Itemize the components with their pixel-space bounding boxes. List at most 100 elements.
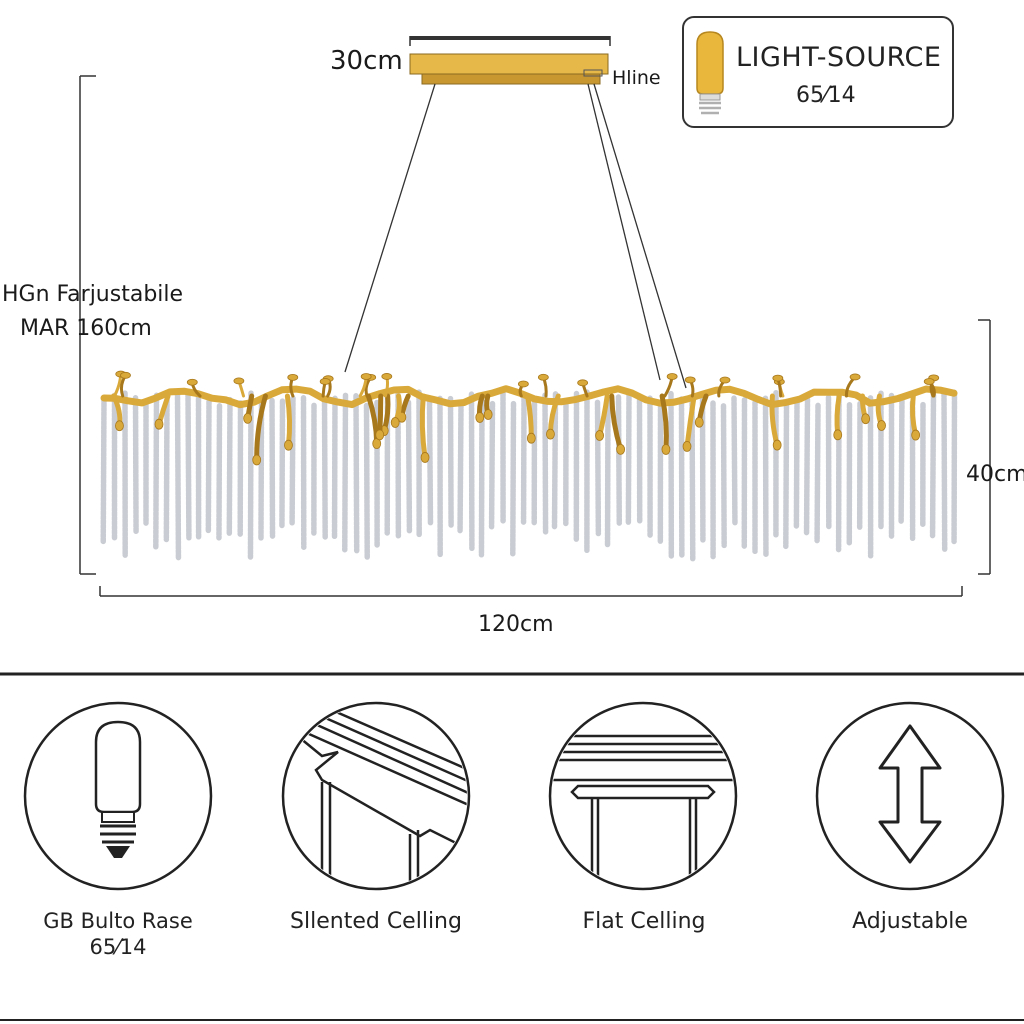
crystal-strand: [447, 395, 454, 528]
crystal-strand: [363, 402, 370, 560]
gold-leaf: [616, 443, 626, 455]
gold-leaf: [233, 377, 245, 385]
crystal-strand: [594, 399, 602, 537]
crystal-strand: [488, 400, 496, 530]
crystal-strand: [100, 396, 107, 546]
gold-branch: [100, 370, 958, 466]
crystal-strand: [929, 392, 937, 539]
crystal-strand: [353, 393, 360, 554]
light-source-box: LIGHT-SOURCE 65⁄14: [682, 16, 954, 128]
gold-leaf: [517, 380, 529, 388]
gold-leaf: [661, 444, 671, 455]
gold-leaf: [719, 376, 731, 384]
gold-leaf: [381, 373, 393, 380]
gold-leaf: [243, 412, 253, 424]
crystal-strand: [814, 402, 821, 544]
feature-label-bulb-line1: GB Bulto Rase: [43, 909, 193, 933]
crystal-strand: [216, 403, 223, 541]
crystal-strand: [720, 403, 727, 549]
gold-twig: [834, 393, 842, 438]
crystal-strand: [803, 396, 811, 536]
gold-leaf: [186, 378, 198, 386]
crystal-strand: [551, 391, 559, 530]
gold-leaf: [577, 379, 589, 387]
crystal-strand: [625, 390, 632, 526]
gold-leaf: [923, 378, 935, 385]
crystal-strand: [426, 395, 434, 527]
gold-twig: [377, 393, 384, 438]
ceiling-canopy: [409, 36, 611, 85]
gold-leaf: [537, 373, 549, 381]
height-label-text: HGn Farjustabile: [2, 282, 184, 307]
crystal-strands: [100, 389, 958, 562]
feature-label-flat: Flat Celling: [582, 909, 706, 934]
body-width-dimension-line: [99, 586, 963, 597]
light-source-value: 65⁄14: [796, 83, 856, 108]
crystal-strand: [405, 399, 413, 534]
feature-label-slanted: Sllented Celling: [290, 909, 462, 934]
gold-twig: [525, 393, 534, 441]
body-width-label: 120cm: [478, 612, 554, 637]
gold-leaf: [849, 373, 861, 381]
crystal-strand: [457, 401, 464, 534]
feature-label-bulb-line2: 65⁄14: [89, 935, 147, 960]
gold-leaf: [375, 429, 385, 441]
gold-leaf: [911, 429, 921, 441]
gold-leaf: [390, 417, 400, 428]
gold-leaf: [287, 373, 299, 381]
feature-label-adjustable: Adjustable: [852, 909, 968, 934]
feature-circle-slanted: [281, 701, 471, 891]
canopy-note-label: Hline: [612, 67, 661, 89]
gold-leaf: [772, 439, 782, 451]
crystal-strand: [289, 395, 296, 527]
light-source-title: LIGHT-SOURCE: [736, 42, 942, 73]
gold-leaf: [877, 420, 886, 431]
crystal-strand: [615, 394, 623, 526]
canopy-width-label: 30cm: [330, 46, 403, 76]
bulb-icon: [94, 720, 142, 858]
crystal-strand: [174, 389, 182, 561]
gold-twig: [254, 393, 268, 463]
body-height-label: 40cm: [966, 462, 1024, 487]
gold-leaf: [666, 373, 678, 380]
crystal-strand: [793, 398, 800, 530]
height-label-line2: MAR 160cm: [20, 316, 152, 341]
crystal-strand: [226, 396, 233, 536]
gold-leaf: [120, 371, 131, 379]
gold-twig: [284, 393, 293, 448]
adjustable-arrow-icon: [878, 724, 942, 864]
crystal-strand: [542, 392, 549, 535]
gold-leaf: [115, 420, 124, 432]
gold-leaf: [684, 376, 696, 384]
gold-leaf: [546, 428, 555, 440]
gold-leaf: [483, 409, 493, 420]
crystal-strand: [185, 390, 192, 541]
crystal-strand: [258, 401, 265, 542]
suspension-wires: [344, 83, 687, 389]
feature-label-bulb: GB Bulto Rase 65⁄14: [18, 908, 218, 961]
bulb-icon: [696, 31, 724, 115]
gold-leaf: [284, 439, 293, 451]
body-height-dimension-line: [978, 319, 991, 575]
gold-leaf: [319, 378, 331, 385]
crystal-strand: [783, 403, 790, 550]
feature-circle-adjustable: [815, 701, 1005, 891]
gold-leaf: [475, 412, 485, 423]
height-dimension-line: [79, 75, 96, 575]
gold-leaf: [833, 429, 843, 441]
crystal-strand: [163, 397, 170, 543]
gold-leaf: [154, 418, 164, 430]
gold-twig: [419, 393, 428, 460]
gold-leaf: [694, 416, 704, 428]
crystal-strand: [342, 392, 349, 553]
crystal-strand: [898, 393, 905, 524]
gold-leaf: [360, 373, 372, 380]
gold-leaf: [252, 454, 262, 466]
crystal-strand: [321, 396, 328, 541]
crystal-strand: [731, 395, 738, 526]
feature-circle-bulb: [23, 701, 213, 891]
gold-leaf: [772, 374, 784, 382]
crystal-strand: [132, 395, 139, 535]
crystal-strand: [478, 398, 485, 558]
crystal-strand: [510, 400, 517, 557]
